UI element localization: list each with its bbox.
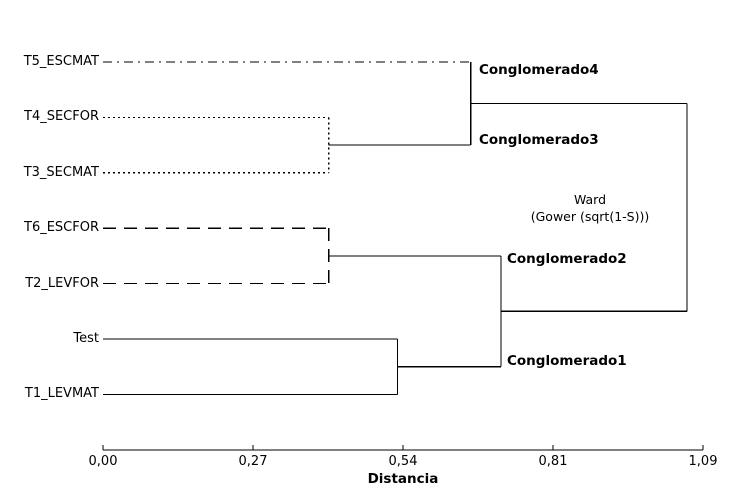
cluster-label-conglomerado4: Conglomerado4 (479, 62, 599, 78)
linkage-method-label: Ward (Gower (sqrt(1-S))) (490, 191, 690, 225)
leaf-label-t1-levmat: T1_LEVMAT (24, 386, 99, 401)
cluster-label-conglomerado3: Conglomerado3 (479, 132, 599, 148)
axis-tick-label-2: 0,54 (388, 454, 418, 469)
axis-title: Distancia (367, 471, 439, 487)
axis-tick-label-1: 0,27 (238, 454, 268, 469)
leaf-label-t4-secfor: T4_SECFOR (24, 109, 99, 124)
linkage-method-line1: Ward (573, 192, 607, 207)
axis-tick-label-3: 0,81 (538, 454, 568, 469)
linkage-method-line2: (Gower (sqrt(1-S))) (530, 209, 650, 224)
cluster-label-conglomerado2: Conglomerado2 (507, 251, 627, 267)
leaf-label-t2-levfor: T2_LEVFOR (25, 276, 99, 291)
leaf-label-t3-secmat: T3_SECMAT (23, 165, 99, 180)
cluster-label-conglomerado1: Conglomerado1 (507, 353, 627, 369)
leaf-label-test: Test (73, 331, 99, 346)
leaf-label-t5-escmat: T5_ESCMAT (23, 54, 99, 69)
axis-tick-label-0: 0,00 (88, 454, 118, 469)
axis-tick-label-4: 1,09 (688, 454, 718, 469)
leaf-label-t6-escfor: T6_ESCFOR (24, 220, 99, 235)
